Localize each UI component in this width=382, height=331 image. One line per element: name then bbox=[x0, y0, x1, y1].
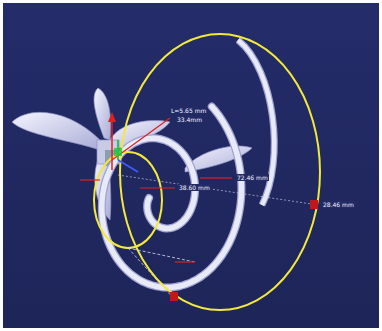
outer-ellipse bbox=[120, 34, 320, 310]
wake-spiral bbox=[102, 107, 242, 288]
inner-ellipse bbox=[94, 152, 162, 248]
dimension-label: 38.60 mm bbox=[178, 184, 211, 191]
dimension-label: L=5.65 mm bbox=[170, 107, 207, 114]
dimension-label: 72.46 mm bbox=[236, 174, 269, 181]
wake-spiral-edge bbox=[102, 107, 242, 288]
dimension-markers bbox=[80, 112, 318, 301]
viewport-ground bbox=[3, 3, 379, 328]
dimension-label: 33.4mm bbox=[176, 116, 203, 123]
dimension-label: 28.46 mm bbox=[322, 201, 355, 208]
